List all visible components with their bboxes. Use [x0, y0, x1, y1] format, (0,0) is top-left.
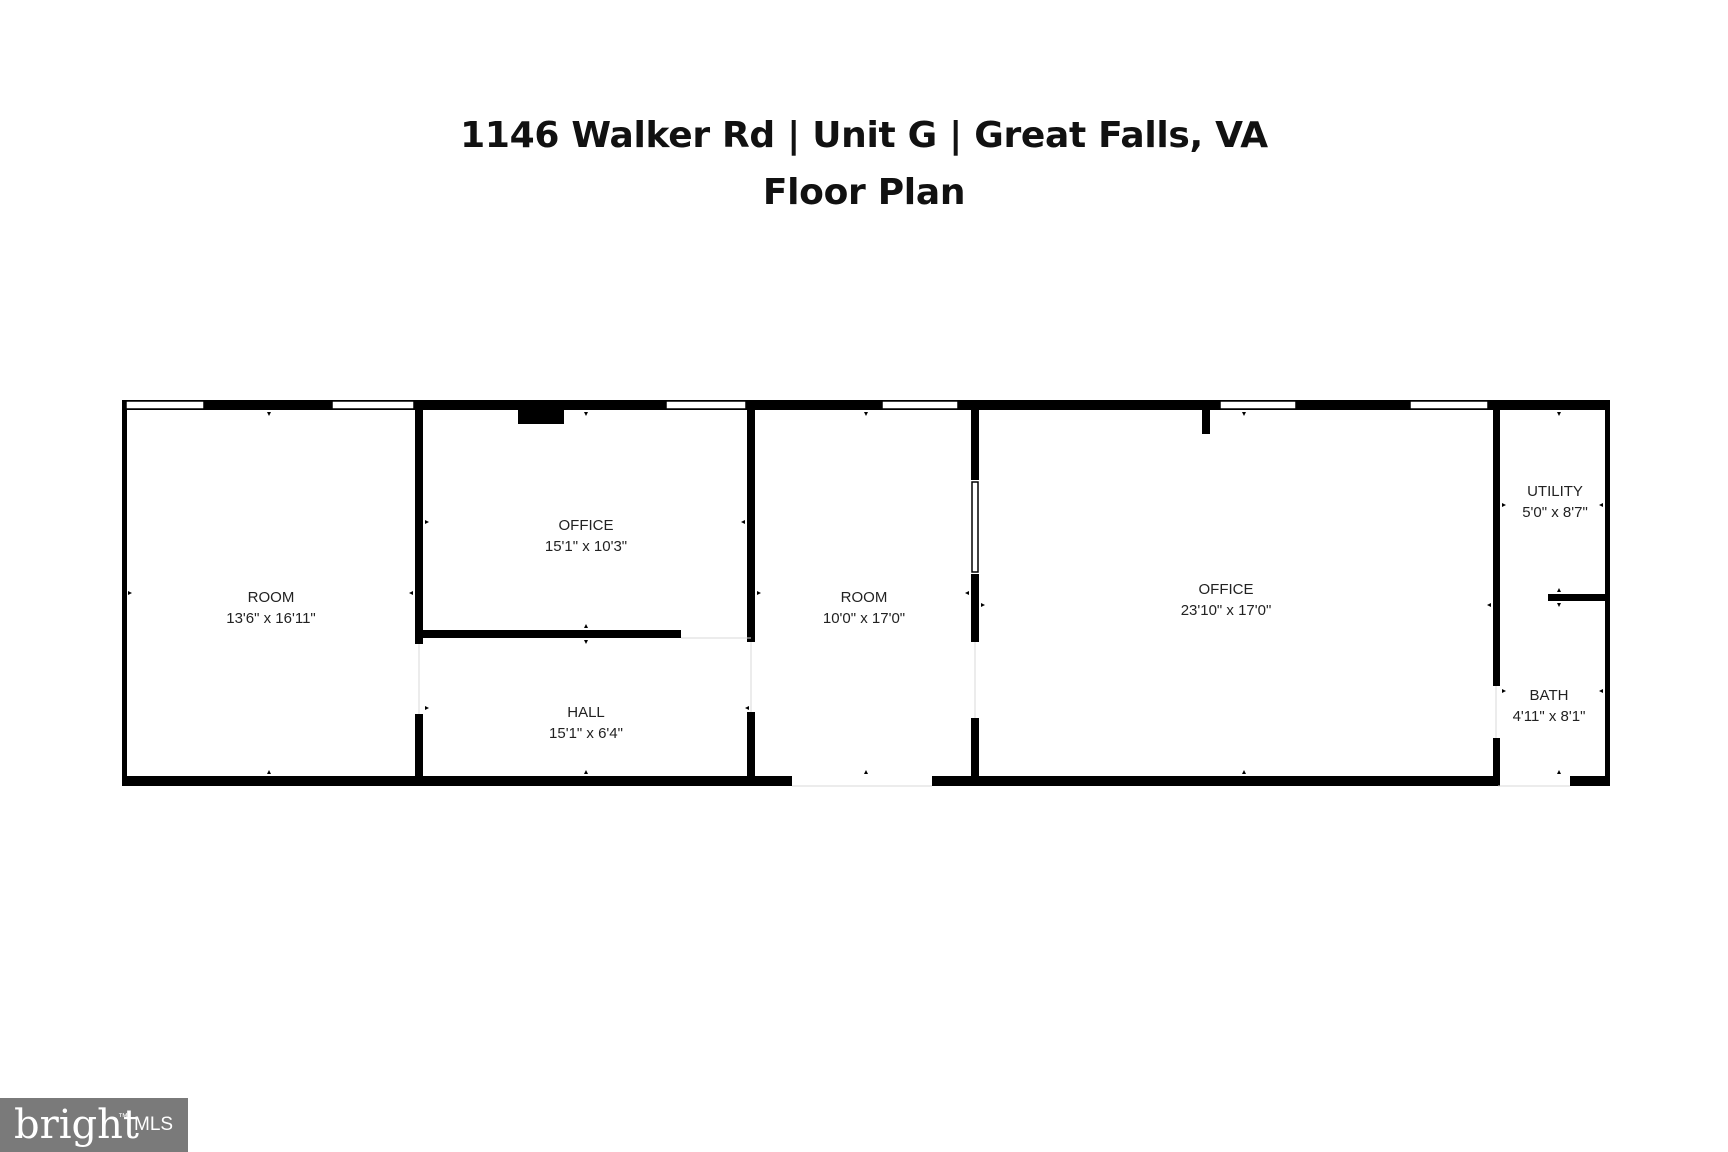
dim-tick [1502, 689, 1506, 693]
dim-tick [128, 591, 132, 595]
wall-room2-office2-bottom [971, 718, 979, 776]
room-label-dims: 4'11" x 8'1" [1513, 708, 1586, 725]
plan-title: 1146 Walker Rd | Unit G | Great Falls, V… [460, 115, 1268, 156]
bottom-wall-middle [932, 776, 1498, 786]
wall-hall-room2 [747, 712, 755, 776]
dim-tick [1557, 412, 1561, 416]
door-openings [418, 637, 1570, 787]
watermark-brand: bright [14, 1102, 139, 1148]
room-label-dims: 5'0" x 8'7" [1522, 504, 1588, 521]
room-label-name: HALL [567, 704, 605, 721]
dim-tick [741, 520, 745, 524]
room-label-name: OFFICE [559, 517, 614, 534]
plan-subtitle: Floor Plan [762, 172, 966, 213]
room-label-name: BATH [1530, 687, 1569, 704]
room-label-name: OFFICE [1199, 581, 1254, 598]
dim-tick [1557, 588, 1561, 592]
room-label-name: UTILITY [1527, 483, 1583, 500]
fireplace [518, 410, 564, 424]
wall-room-office [415, 410, 423, 644]
wall-utility-bath [1548, 594, 1605, 601]
room-label-name: ROOM [248, 589, 295, 606]
window [665, 400, 747, 410]
dim-tick [1599, 689, 1603, 693]
window [1409, 400, 1489, 410]
room-labels: ROOM 13'6" x 16'11" OFFICE 15'1" x 10'3"… [226, 483, 1588, 742]
room-label-dims: 15'1" x 10'3" [545, 538, 627, 555]
wall-office2-bath [1493, 738, 1500, 786]
dim-tick [1557, 603, 1561, 607]
dim-tick [981, 603, 985, 607]
dim-tick [425, 520, 429, 524]
dim-tick [1599, 503, 1603, 507]
window [125, 400, 205, 410]
dim-tick [965, 591, 969, 595]
dim-tick [409, 591, 413, 595]
bottom-wall-right [1570, 776, 1610, 786]
interior-walls [415, 410, 1605, 786]
dim-tick [267, 770, 271, 774]
watermark-suffix: MLS [134, 1114, 174, 1135]
left-wall [122, 400, 127, 786]
top-wall [122, 400, 1610, 410]
dim-tick [745, 706, 749, 710]
wall-office-room2 [747, 410, 755, 642]
room-label-dims: 23'10" x 17'0" [1181, 602, 1272, 619]
window [971, 481, 979, 573]
dim-tick [757, 591, 761, 595]
wall-office-hall [423, 630, 681, 638]
dim-tick [1242, 770, 1246, 774]
dim-tick [1242, 412, 1246, 416]
trademark-icon: ™ [118, 1112, 128, 1123]
bottom-wall-left [122, 776, 792, 786]
room-label-dims: 10'0" x 17'0" [823, 610, 905, 627]
windows [125, 400, 1489, 573]
room-label-name: ROOM [841, 589, 888, 606]
dim-tick [1502, 503, 1506, 507]
dim-tick [584, 640, 588, 644]
wall-room2-office2-top [971, 410, 979, 480]
dim-tick [1557, 770, 1561, 774]
dim-tick [584, 412, 588, 416]
wall-stub [1202, 410, 1210, 434]
dim-tick [425, 706, 429, 710]
exterior-walls [122, 400, 1610, 786]
room-label-dims: 15'1" x 6'4" [549, 725, 623, 742]
dim-tick [864, 770, 868, 774]
window [881, 400, 959, 410]
window [331, 400, 415, 410]
wall-office2-utility [1493, 410, 1500, 686]
right-wall [1605, 400, 1610, 786]
window [1219, 400, 1297, 410]
wall-room2-office2-mid [971, 574, 979, 642]
room-label-dims: 13'6" x 16'11" [226, 610, 316, 627]
dimension-markers [128, 412, 1603, 774]
dim-tick [1487, 603, 1491, 607]
bright-mls-watermark: bright ™ MLS [0, 1098, 188, 1152]
dim-tick [584, 624, 588, 628]
wall-room-hall [415, 714, 423, 776]
dim-tick [584, 770, 588, 774]
dim-tick [267, 412, 271, 416]
dim-tick [864, 412, 868, 416]
